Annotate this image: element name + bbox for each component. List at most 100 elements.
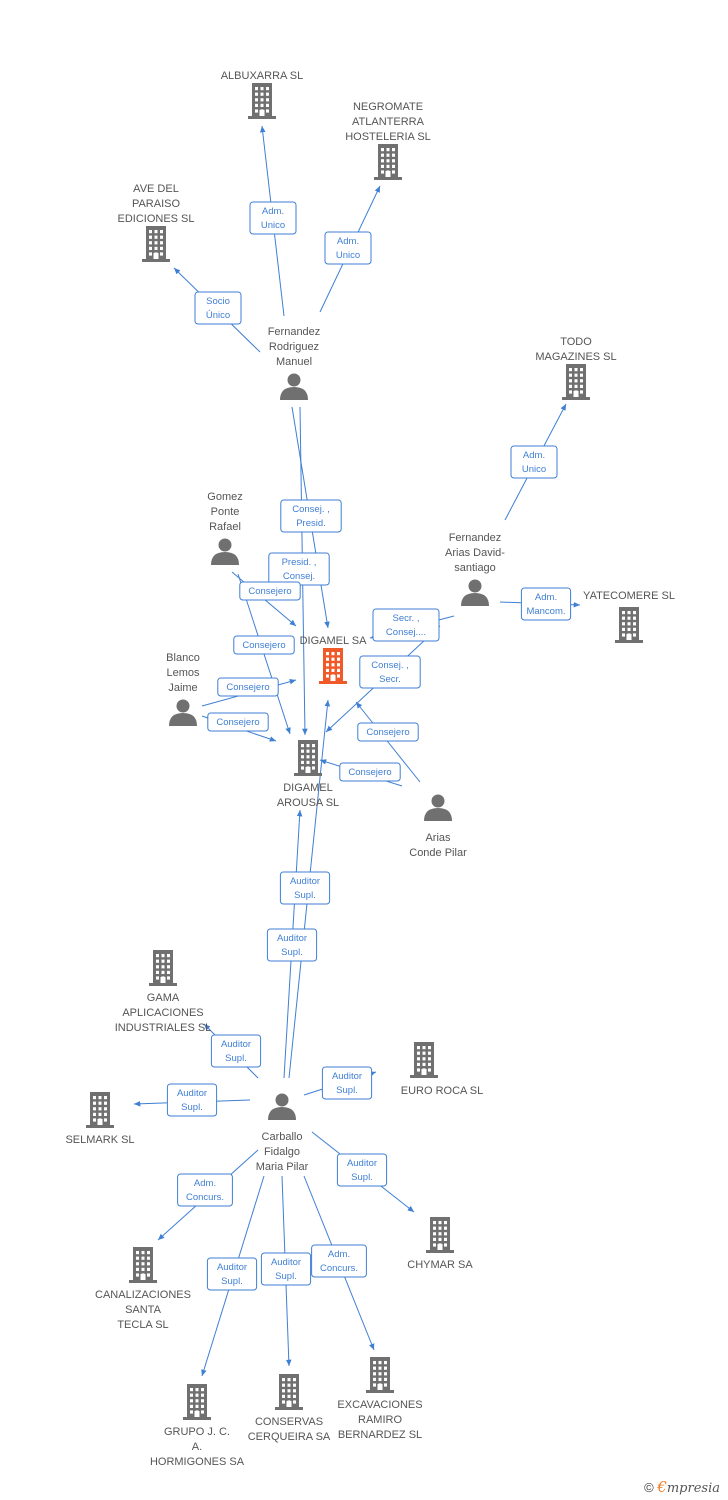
node-label: SANTA (125, 1304, 162, 1316)
edge-role-label[interactable]: Consej. ,Secr. (359, 655, 421, 689)
node-label: Blanco (166, 652, 200, 664)
building-icon (410, 1042, 438, 1078)
node-label: PARAISO (132, 198, 181, 210)
edge-role-label[interactable]: Adm.Unico (510, 445, 558, 479)
node-label: Arias David- (445, 547, 505, 559)
edge-role-label[interactable]: Adm.Unico (249, 201, 297, 235)
building-icon (275, 1374, 303, 1410)
edge-role-label[interactable]: Consejero (207, 712, 269, 732)
node-digamel[interactable]: DIGAMEL SA (300, 635, 367, 684)
node-selmark[interactable]: SELMARK SL (65, 1092, 135, 1146)
edge-role-label[interactable]: Consej. ,Presid. (280, 499, 342, 533)
edge-role-label[interactable]: Adm.Concurs. (177, 1173, 233, 1207)
building-icon (142, 226, 170, 262)
nodes-layer: ALBUXARRA SL NEGROMATEATLANTERRAHOSTELERI… (65, 70, 674, 1468)
edge-role-label[interactable]: Consejero (233, 635, 295, 655)
edge-label-text: Consejero (248, 586, 291, 597)
node-label: HORMIGONES SA (150, 1456, 245, 1468)
node-label: ALBUXARRA SL (221, 70, 304, 82)
edge-label-text: Auditor (271, 1257, 301, 1268)
building-icon (248, 83, 276, 119)
edge-arias_conde-to-digamel[interactable] (355, 701, 421, 783)
edge-label-text: Adm. (535, 592, 557, 603)
building-icon (129, 1247, 157, 1283)
node-label: EXCAVACIONES (337, 1399, 422, 1411)
edge-role-label[interactable]: Adm.Concurs. (311, 1244, 367, 1278)
edge-role-label[interactable]: Adm.Unico (324, 231, 372, 265)
edge-role-label[interactable]: Presid. ,Consej. (268, 552, 330, 586)
edge-label-text: Supl. (181, 1102, 203, 1113)
empresia-brand[interactable]: © €mpresia (644, 1478, 720, 1496)
edge-role-label[interactable]: Secr. ,Consej.... (372, 608, 440, 642)
edge-label-text: Supl. (221, 1276, 243, 1287)
node-albuxarra[interactable]: ALBUXARRA SL (221, 70, 304, 119)
edge-label-box (520, 587, 572, 621)
edge-label-box (194, 291, 242, 325)
node-label: Fernandez (449, 532, 502, 544)
edge-label-text: Auditor (221, 1039, 251, 1050)
edge-label-box (339, 762, 401, 782)
edge-label-text: Adm. (262, 206, 284, 217)
edge-label-box (166, 1083, 218, 1117)
edge-label-box (210, 1034, 262, 1068)
edge-label-box (266, 928, 318, 962)
node-label: AVE DEL (133, 183, 179, 195)
edge-role-label[interactable]: Consejero (357, 722, 419, 742)
edge-label-box (280, 499, 342, 533)
node-label: APLICACIONES (122, 1007, 203, 1019)
edge-role-label[interactable]: Consejero (239, 581, 301, 601)
node-grupo[interactable]: GRUPO J. C.A.HORMIGONES SA (150, 1384, 245, 1468)
edge-label-text: Concurs. (320, 1263, 358, 1274)
person-icon (461, 579, 489, 606)
node-label: ATLANTERRA (352, 116, 425, 128)
node-label: Maria Pilar (256, 1161, 309, 1173)
edge-label-box (217, 677, 279, 697)
node-label: GAMA (147, 992, 180, 1004)
node-label: Carballo (262, 1131, 303, 1143)
node-label: YATECOMERE SL (583, 590, 675, 602)
edge-label-text: Auditor (347, 1158, 377, 1169)
edge-label-text: Supl. (225, 1053, 247, 1064)
edge-role-label[interactable]: Consejero (339, 762, 401, 782)
node-euro-roca[interactable]: EURO ROCA SL (401, 1042, 484, 1097)
edge-label-box (177, 1173, 233, 1207)
edge-label-box (206, 1257, 258, 1291)
edge-label-box (260, 1252, 312, 1286)
node-yatecomere[interactable]: YATECOMERE SL (583, 590, 675, 643)
node-chymar[interactable]: CHYMAR SA (407, 1217, 473, 1271)
node-label: SELMARK SL (65, 1134, 134, 1146)
edge-label-text: Adm. (194, 1178, 216, 1189)
edge-label-text: Consejero (348, 767, 391, 778)
edge-role-label[interactable]: Consejero (217, 677, 279, 697)
edge-label-box (249, 201, 297, 235)
edge-label-box (357, 722, 419, 742)
node-label: Fidalgo (264, 1146, 300, 1158)
edge-role-label[interactable]: Adm.Mancom. (520, 587, 572, 621)
building-icon (374, 144, 402, 180)
